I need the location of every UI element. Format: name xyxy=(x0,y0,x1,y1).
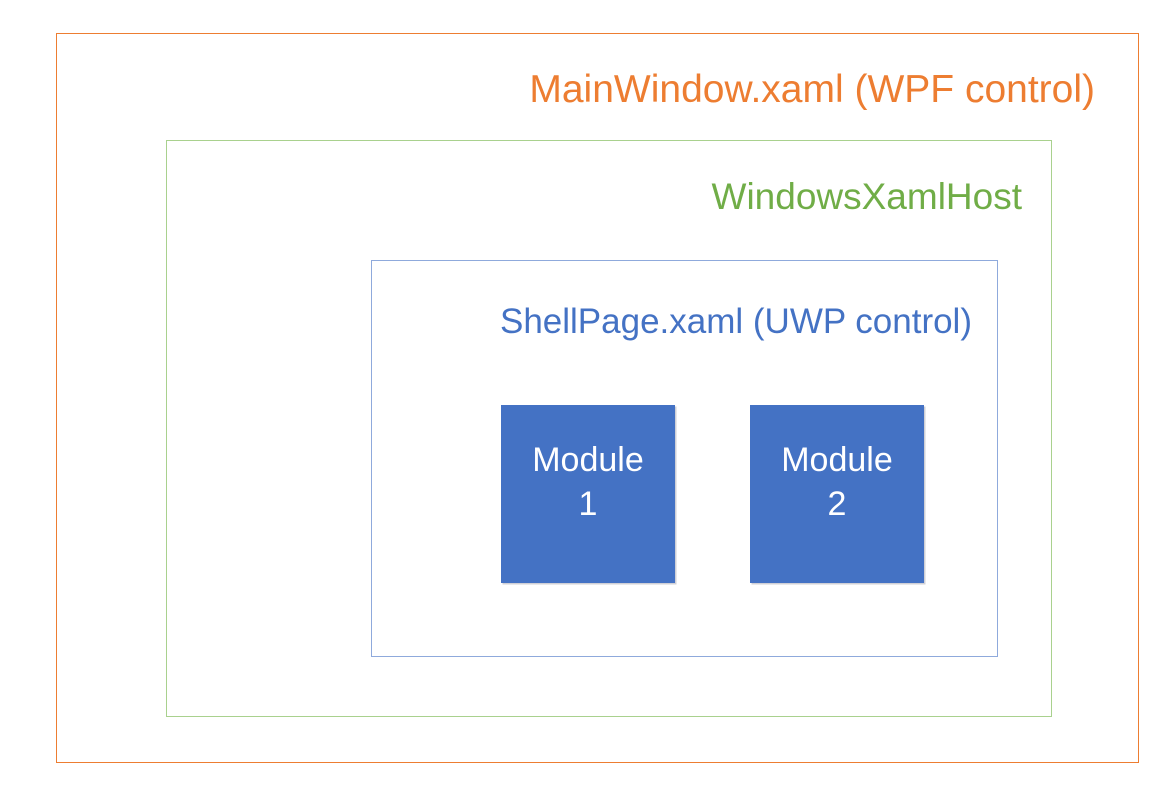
layer-mainwindow-wpf-control xyxy=(56,33,1139,763)
module-box-2-label: Module 2 xyxy=(781,441,893,523)
module-box-1: Module 1 xyxy=(501,405,675,583)
layer-label-shellpage: ShellPage.xaml (UWP control) xyxy=(499,302,972,341)
layer-windowsxamlhost xyxy=(166,140,1052,717)
layer-shellpage-uwp-control xyxy=(371,260,998,657)
layer-label-windowsxamlhost: WindowsXamlHost xyxy=(711,176,1022,217)
layer-label-mainwindow: MainWindow.xaml (WPF control) xyxy=(529,68,1095,111)
module-box-2: Module 2 xyxy=(750,405,924,583)
module-box-1-label: Module 1 xyxy=(532,441,644,523)
